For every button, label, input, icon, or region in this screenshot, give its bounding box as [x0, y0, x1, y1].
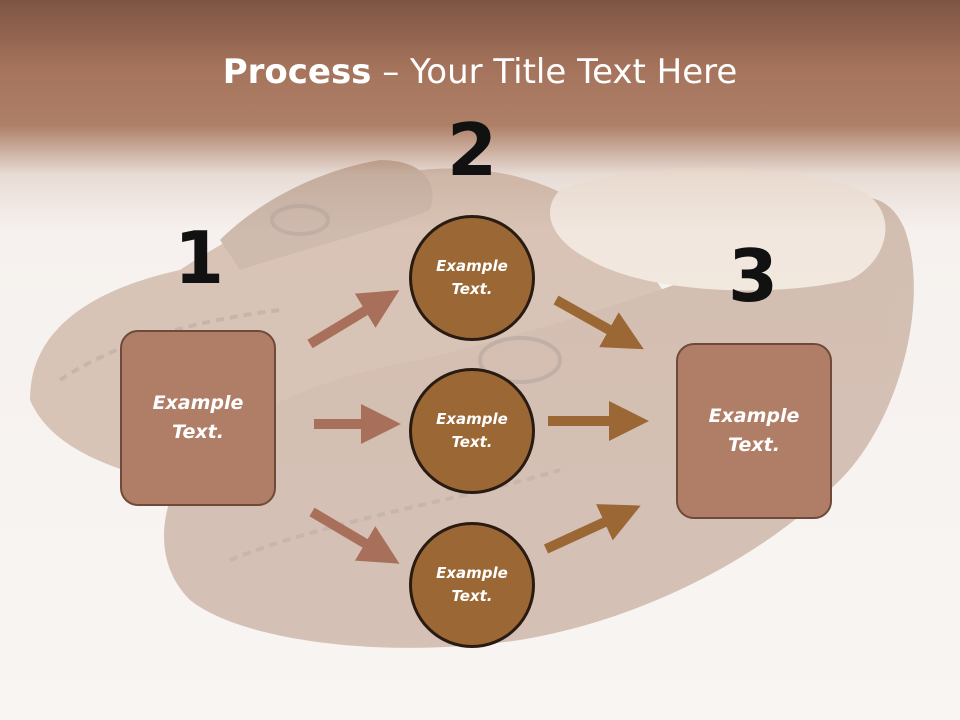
circle-middle: Example Text.	[409, 368, 535, 494]
step-box-1-label: Example Text.	[152, 392, 244, 443]
step-box-3-label: Example Text.	[708, 405, 800, 456]
circle-bottom-label: Example Text.	[436, 564, 508, 605]
slide-title: Process – Your Title Text Here	[0, 52, 960, 92]
title-bold: Process	[222, 52, 372, 92]
step-box-3: Example Text.	[676, 343, 832, 519]
circle-top-label: Example Text.	[436, 257, 508, 298]
step-number-2: 2	[446, 108, 498, 192]
step-box-1: Example Text.	[120, 330, 276, 506]
circle-top: Example Text.	[409, 215, 535, 341]
step-number-3: 3	[727, 234, 779, 318]
step-number-1: 1	[173, 216, 225, 300]
circle-middle-label: Example Text.	[436, 410, 508, 451]
title-rest: – Your Title Text Here	[371, 52, 738, 92]
circle-bottom: Example Text.	[409, 522, 535, 648]
